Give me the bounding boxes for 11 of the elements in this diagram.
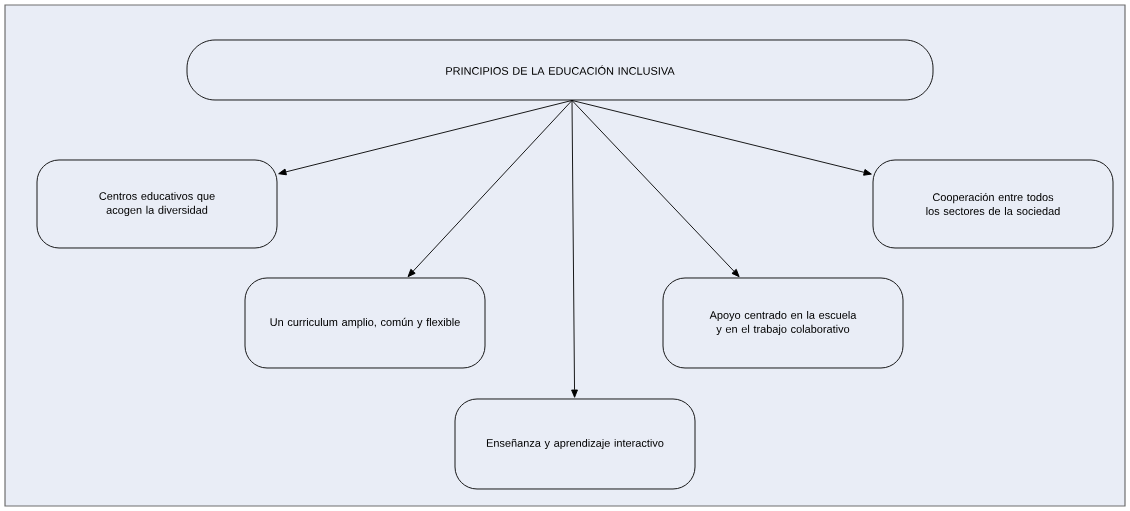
arrow xyxy=(278,100,573,176)
rounded-box: Cooperación entre todos los sectores de la sociedad xyxy=(872,159,1114,249)
title-box: PRINCIPIOS DE LA EDUCACIÓN INCLUSIVA xyxy=(186,39,934,101)
arrow xyxy=(571,100,872,176)
rounded-box: Enseñanza y aprendizaje interactivo xyxy=(454,398,696,490)
rounded-box: Un curriculum amplio, común y flexible xyxy=(244,277,486,369)
arrow xyxy=(407,100,573,278)
arrow xyxy=(571,100,740,278)
rounded-box: Centros educativos que acogen la diversidad xyxy=(36,159,278,249)
arrow xyxy=(571,100,578,398)
rounded-box: Apoyo centrado en la escuela y en el trabajo colaborativo xyxy=(662,277,904,369)
